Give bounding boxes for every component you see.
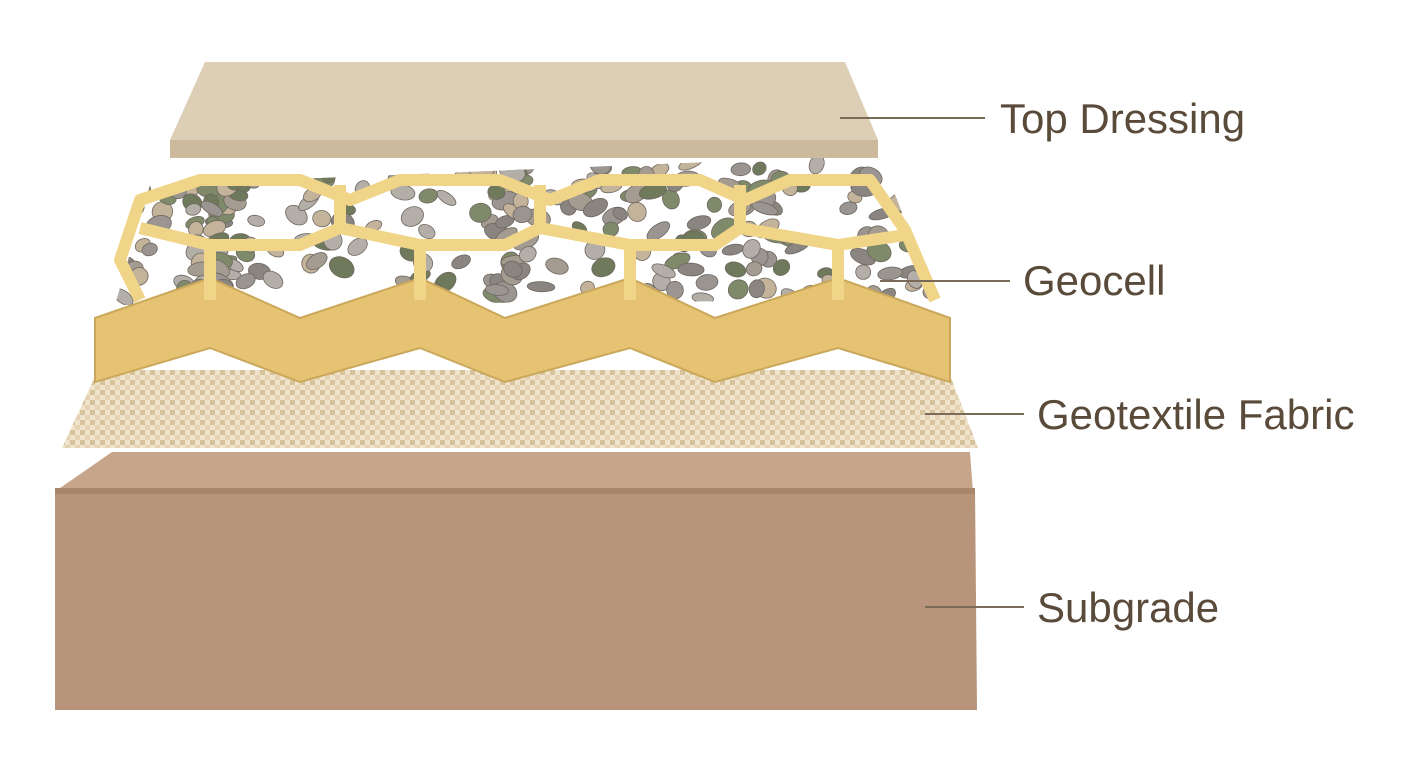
gravel-stone xyxy=(436,189,457,206)
gravel-stone xyxy=(890,155,908,169)
label-geotextile-fabric: Geotextile Fabric xyxy=(1037,391,1355,438)
gravel-stone xyxy=(143,160,172,178)
geotextile-fabric xyxy=(62,370,978,448)
gravel-stone xyxy=(306,252,328,271)
subgrade-layer xyxy=(55,452,977,710)
gravel-stone xyxy=(651,263,676,279)
gravel-stone xyxy=(612,207,628,221)
gravel-stone xyxy=(519,245,537,263)
gravel-stone xyxy=(666,280,684,300)
top-dressing-front-face xyxy=(170,140,878,158)
geotextile-layer xyxy=(62,370,978,448)
label-top-dressing: Top Dressing xyxy=(1000,95,1246,142)
gravel-stone xyxy=(646,221,671,241)
gravel-stone xyxy=(627,201,647,222)
gravel-stone xyxy=(185,203,202,216)
label-subgrade: Subgrade xyxy=(1037,584,1220,631)
subgrade-edge xyxy=(55,488,975,494)
gravel-stone xyxy=(916,215,933,235)
gravel-stone xyxy=(752,161,767,176)
gravel-stone xyxy=(179,162,197,177)
gravel-stone xyxy=(526,281,556,293)
gravel-stone xyxy=(200,200,224,217)
gravel-stone xyxy=(312,209,332,228)
gravel-stone xyxy=(141,242,158,257)
gravel-stone xyxy=(929,182,935,200)
gravel-stone xyxy=(400,206,424,227)
gravel-stone xyxy=(730,162,751,177)
gravel-stone xyxy=(903,174,926,190)
geocell-honeycomb-walls xyxy=(114,174,941,303)
gravel-stone xyxy=(247,214,266,227)
gravel-stone xyxy=(545,257,569,275)
gravel-stone xyxy=(591,257,616,278)
gravel-stone xyxy=(742,239,761,259)
geocell-front-wall xyxy=(94,276,951,384)
gravel-stone xyxy=(772,259,791,276)
gravel-stone xyxy=(418,188,438,204)
gravel-stone xyxy=(855,264,872,280)
gravel-stone xyxy=(911,178,927,192)
gravel-stone xyxy=(451,254,471,270)
gravel-stone xyxy=(748,279,765,299)
gravel-stone xyxy=(691,292,714,304)
gravel-stone xyxy=(706,196,723,213)
gravel-stone xyxy=(839,201,858,215)
gravel-stone xyxy=(877,266,903,281)
gravel-stone xyxy=(583,197,608,218)
top-dressing-top-face xyxy=(170,62,878,140)
gravel-stone xyxy=(347,237,368,256)
gravel-stone xyxy=(745,261,763,277)
gravel-stone xyxy=(328,256,355,279)
gravel-stone xyxy=(485,284,509,296)
gravel-stone xyxy=(469,202,492,223)
gravel-stone xyxy=(235,273,256,290)
gravel-stone xyxy=(503,260,523,278)
gravel-stone xyxy=(686,215,712,231)
leader-lines xyxy=(840,117,1024,608)
gravel-stone xyxy=(418,223,436,240)
subgrade-front-face xyxy=(55,488,977,710)
top-dressing-layer xyxy=(170,62,878,158)
geocell-layer xyxy=(94,174,951,384)
gravel-stone xyxy=(922,155,935,174)
gravel-stone xyxy=(677,262,705,277)
gravel-stone xyxy=(695,274,719,291)
gravel-stone xyxy=(262,270,284,289)
gravel-stone xyxy=(662,189,680,210)
gravel-stone xyxy=(910,200,935,222)
gravel-stone xyxy=(137,155,165,175)
label-geocell: Geocell xyxy=(1023,257,1166,304)
gravel-stone xyxy=(751,201,779,216)
gravel-stone xyxy=(905,163,930,181)
gravel-stone xyxy=(512,205,533,223)
gravel-stone xyxy=(727,279,749,300)
gravel-stone xyxy=(724,261,747,278)
